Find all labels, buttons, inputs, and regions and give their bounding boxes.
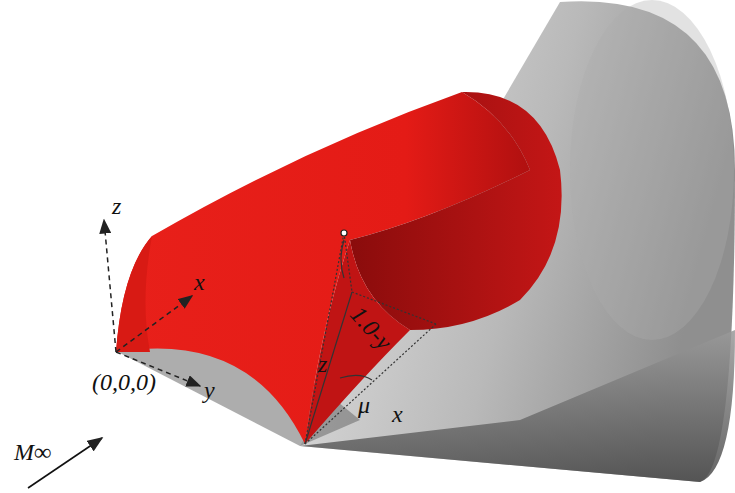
axis-label: x <box>194 270 205 294</box>
origin-label: (0,0,0) <box>92 370 156 394</box>
axis-label: y <box>204 378 215 402</box>
mach-label: M∞ <box>14 440 51 464</box>
angle-label: μ <box>358 393 370 417</box>
dimension-label: x <box>392 402 403 426</box>
axis-label: z <box>112 194 121 218</box>
dimension-label: z <box>318 352 327 376</box>
